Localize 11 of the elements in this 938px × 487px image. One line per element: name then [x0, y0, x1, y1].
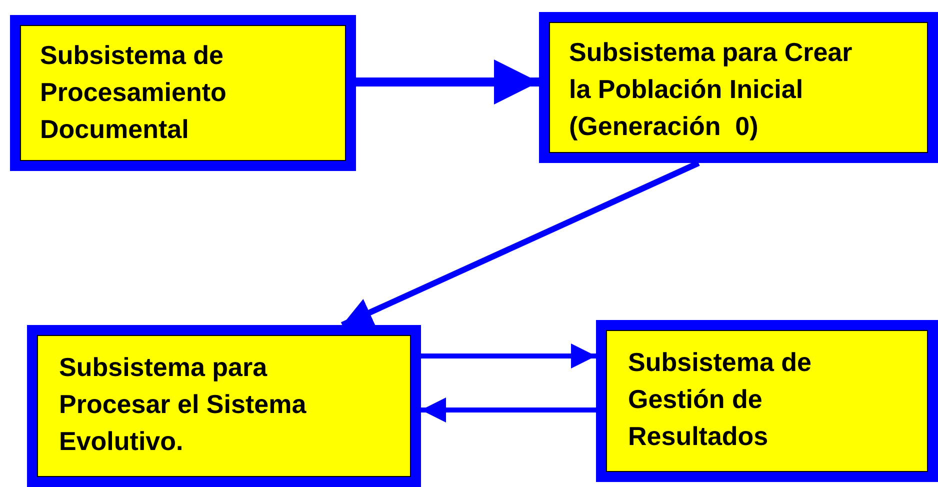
box-label: Subsistema para Crear la Población Inicial (Generación 0) — [569, 36, 854, 143]
process-box — [539, 12, 938, 163]
box-label: Subsistema de Gestión de Resultados — [628, 346, 813, 453]
process-box — [10, 15, 356, 171]
process-box — [27, 325, 421, 487]
arrow — [421, 344, 596, 368]
box-label: Subsistema de Procesamiento Documental — [40, 39, 228, 146]
process-box — [596, 320, 938, 482]
arrow — [356, 60, 539, 104]
arrow — [421, 398, 596, 422]
box-label: Subsistema para Procesar el Sistema Evolutivo. — [59, 351, 308, 458]
